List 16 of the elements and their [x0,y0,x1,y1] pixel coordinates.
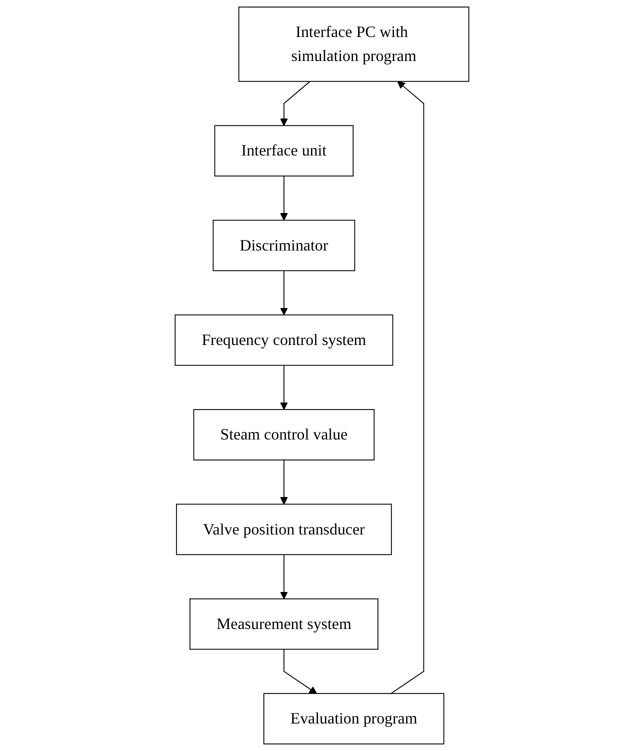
node-box: Evaluation program [262,693,444,744]
arrow [280,460,288,505]
node-box: Frequency control system [174,314,393,366]
node-box: Interface unit [214,125,354,176]
arrow [283,648,316,694]
node-box: Interface PC with simulation program [238,6,469,82]
arrow [280,176,288,221]
node-box: Measurement system [189,598,378,650]
arrow [280,270,288,316]
arrow [390,81,424,694]
arrow [280,554,288,600]
arrow [280,364,288,410]
node-box: Discriminator [212,220,355,272]
node-box: Steam control value [192,409,374,460]
arrow [280,80,310,126]
node-box: Valve position transducer [176,504,392,556]
